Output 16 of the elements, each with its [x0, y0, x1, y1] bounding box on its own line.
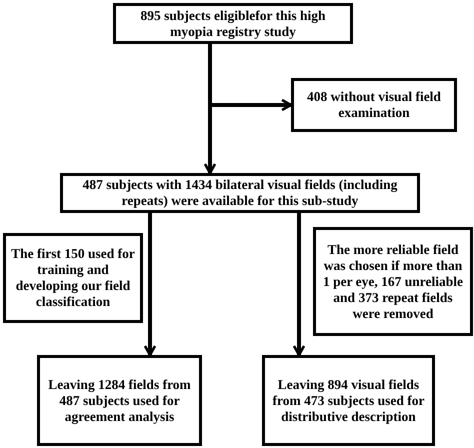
box-text: The more reliable field was chosen if more than 1 per eye, 167 unreliable and 373 repeat fields were removed — [322, 242, 464, 322]
process-box — [313, 227, 473, 336]
box-text: The first 150 used for training and developing our field classification — [11, 246, 135, 310]
arrow — [144, 213, 156, 356]
process-box — [113, 3, 353, 44]
process-box — [60, 173, 420, 213]
box-text: 408 without visual field examination — [306, 89, 442, 121]
process-box — [3, 233, 143, 323]
process-box — [262, 355, 435, 446]
box-text: Leaving 894 visual fields from 473 subjects used for distributive description — [272, 376, 426, 424]
process-box — [291, 78, 457, 132]
box-text: 895 subjects eligiblefor this high myopia registry study — [139, 8, 326, 40]
box-text: 487 subjects with 1434 bilateral visual fields (including repeats) were available for this sub-study — [82, 177, 398, 209]
box-text: Leaving 1284 fields from 487 subjects used for agreement analysis — [47, 376, 192, 424]
arrow — [292, 213, 306, 356]
process-box — [37, 355, 202, 446]
